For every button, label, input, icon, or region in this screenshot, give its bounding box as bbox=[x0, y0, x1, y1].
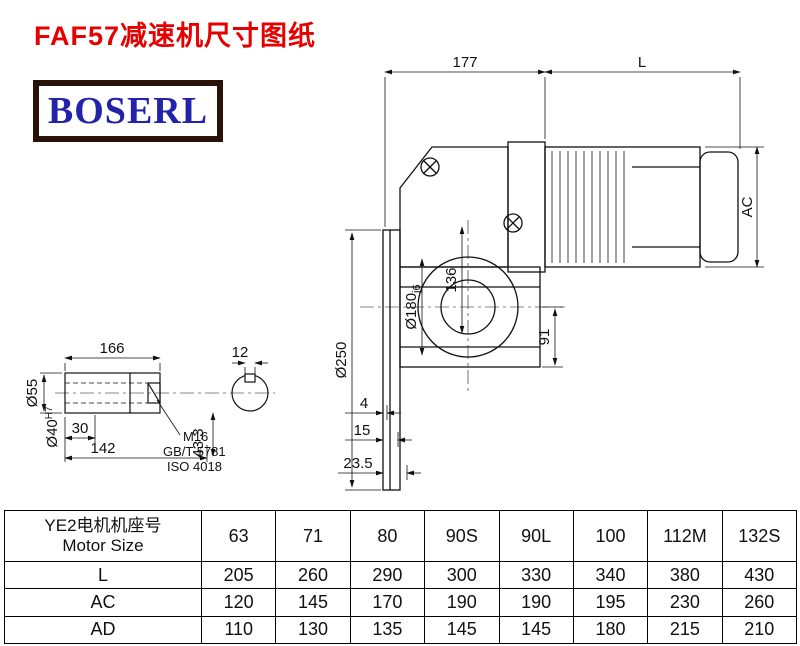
bolt-symbol-top bbox=[420, 157, 440, 177]
technical-drawing: 177 L AC Ø250 Ø180j6 136 91 4 15 23.5 16… bbox=[24, 55, 764, 491]
table-row-L: L 205 260 290 300 330 340 380 430 bbox=[5, 561, 796, 589]
size-col-header: 112M bbox=[647, 511, 721, 561]
dim-value-cell: 260 bbox=[275, 561, 350, 589]
bore-hidden-lines bbox=[65, 382, 148, 404]
dim-value-cell: 230 bbox=[647, 588, 722, 616]
dim-30: 30 bbox=[72, 420, 89, 437]
dim-value-cell: 145 bbox=[275, 588, 350, 616]
dim-value-cell: 145 bbox=[498, 615, 573, 643]
row-label: AC bbox=[5, 588, 201, 615]
thread-standard2-label: ISO 4018 bbox=[167, 459, 222, 474]
thread-hole bbox=[147, 382, 161, 404]
brand-logo-text: BOSERL bbox=[47, 90, 209, 132]
keyway bbox=[244, 373, 256, 383]
dim-value-cell: 340 bbox=[572, 561, 648, 589]
dim-value-cell: 215 bbox=[647, 615, 722, 643]
dim-value-cell: 260 bbox=[721, 588, 796, 616]
table-row-AC: AC 120 145 170 190 190 195 230 260 bbox=[5, 588, 796, 616]
table-header-row: YE2电机机座号 Motor Size 63 71 80 90S 90L 100… bbox=[5, 511, 796, 561]
row-label: AD bbox=[5, 615, 201, 643]
motor-size-header-cn: YE2电机机座号 bbox=[44, 515, 162, 535]
dim-177: 177 bbox=[452, 55, 477, 71]
dim-value-cell: 210 bbox=[721, 615, 796, 643]
dim-value-cell: 110 bbox=[201, 615, 276, 643]
gear-housing-lower bbox=[399, 266, 541, 368]
bore-tolerance: H7 bbox=[44, 406, 55, 419]
dim-12: 12 bbox=[232, 344, 249, 361]
dim-value-cell: 290 bbox=[349, 561, 425, 589]
thread-standard-label: GB/T 5781 bbox=[163, 444, 226, 459]
dim-hub-outer: Ø55 bbox=[24, 379, 41, 407]
dim-value-cell: 205 bbox=[201, 561, 276, 589]
center-lines bbox=[55, 220, 565, 395]
dim-spigot-diameter: Ø180j6 bbox=[403, 284, 423, 329]
size-col-header: 71 bbox=[275, 511, 349, 561]
dim-91: 91 bbox=[536, 329, 553, 346]
size-col-header: 80 bbox=[349, 511, 424, 561]
output-flange-plate bbox=[382, 229, 401, 491]
dim-4: 4 bbox=[360, 395, 368, 412]
dim-AC: AC bbox=[739, 196, 756, 217]
size-col-header: 90L bbox=[498, 511, 573, 561]
dim-value-cell: 190 bbox=[424, 588, 499, 616]
motor-size-header-cell: YE2电机机座号 Motor Size bbox=[5, 511, 201, 561]
dim-value-cell: 430 bbox=[721, 561, 796, 589]
dim-value-cell: 180 bbox=[572, 615, 648, 643]
dimension-table: YE2电机机座号 Motor Size 63 71 80 90S 90L 100… bbox=[4, 510, 797, 644]
dim-value-cell: 195 bbox=[572, 588, 648, 616]
bolt-symbol-flange bbox=[503, 213, 523, 233]
size-col-header: 132S bbox=[721, 511, 796, 561]
dim-value-cell: 130 bbox=[275, 615, 350, 643]
spigot-value: Ø180 bbox=[403, 293, 420, 330]
thread-label: M16 bbox=[183, 429, 208, 444]
hollow-shaft-detail bbox=[64, 372, 269, 436]
dim-bore: Ø40H7 bbox=[44, 406, 61, 448]
dim-43-3: 43.3 bbox=[190, 428, 207, 457]
dim-value-cell: 190 bbox=[498, 588, 573, 616]
dim-166: 166 bbox=[99, 340, 124, 357]
reducer-main-view bbox=[382, 141, 739, 491]
dim-value-cell: 300 bbox=[424, 561, 499, 589]
dim-value-cell: 145 bbox=[424, 615, 499, 643]
thread-labels: M16 GB/T 5781 ISO 4018 bbox=[163, 429, 226, 474]
dim-value-cell: 170 bbox=[349, 588, 425, 616]
motor-fan-cover bbox=[699, 151, 739, 263]
dim-136: 136 bbox=[443, 267, 460, 292]
brand-logo: BOSERL bbox=[33, 80, 223, 142]
motor-size-header-en: Motor Size bbox=[62, 536, 144, 555]
dim-142: 142 bbox=[90, 440, 115, 457]
dim-value-cell: 330 bbox=[498, 561, 573, 589]
motor-adapter bbox=[507, 141, 546, 273]
size-col-header: 63 bbox=[201, 511, 275, 561]
size-col-header: 100 bbox=[572, 511, 647, 561]
dimension-texts: 177 L AC Ø250 Ø180j6 136 91 4 15 23.5 16… bbox=[24, 55, 756, 472]
page-title: FAF57减速机尺寸图纸 bbox=[34, 21, 317, 51]
dimension-lines bbox=[40, 69, 764, 491]
dim-L: L bbox=[638, 55, 646, 71]
dim-15: 15 bbox=[354, 422, 371, 439]
dim-value-cell: 380 bbox=[647, 561, 722, 589]
table-row-AD: AD 110 130 135 145 145 180 215 210 bbox=[5, 615, 796, 643]
motor-fins bbox=[551, 151, 625, 263]
dim-value-cell: 135 bbox=[349, 615, 425, 643]
dim-23-5: 23.5 bbox=[343, 455, 372, 472]
dim-value-cell: 120 bbox=[201, 588, 276, 616]
size-col-header: 90S bbox=[424, 511, 498, 561]
row-label: L bbox=[5, 561, 201, 588]
gear-housing-upper bbox=[399, 146, 509, 268]
label-leader bbox=[156, 399, 181, 436]
dim-flange-diameter: Ø250 bbox=[333, 342, 350, 379]
spigot-tolerance: j6 bbox=[411, 284, 423, 294]
bore-value: Ø40 bbox=[44, 419, 61, 447]
